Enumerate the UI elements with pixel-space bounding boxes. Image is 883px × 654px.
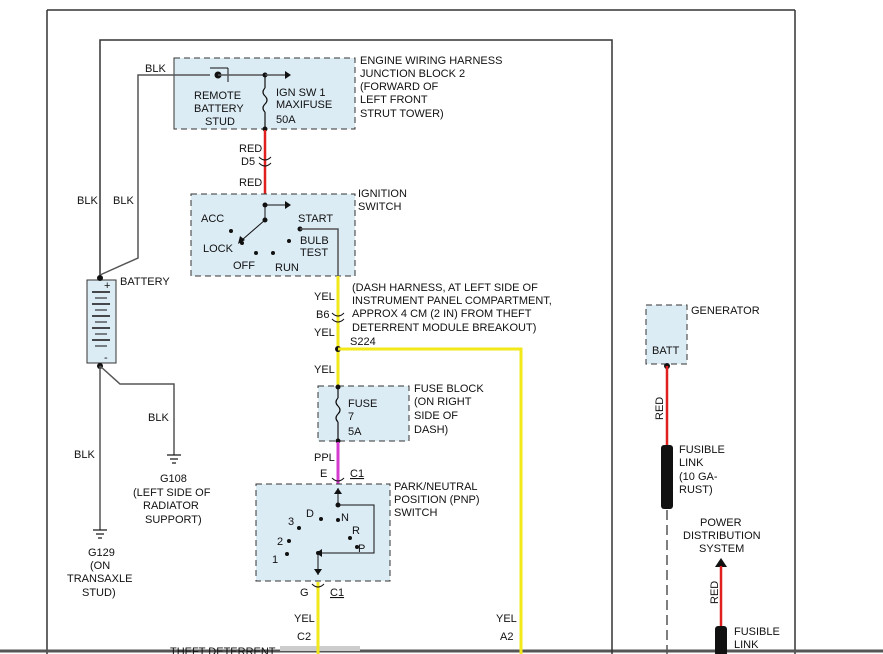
- blk-label-left-1: BLK: [77, 195, 98, 207]
- pin-c2: C2: [297, 631, 311, 643]
- junction-inner-1: REMOTE: [194, 90, 241, 102]
- blk-label-left-2: BLK: [113, 195, 134, 207]
- fl1-line-1: FUSIBLE: [679, 444, 725, 456]
- blk-label-g108: BLK: [148, 412, 169, 424]
- pnp-desc-1: PARK/NEUTRAL: [394, 481, 478, 493]
- maxifuse-rating: 50A: [276, 114, 296, 126]
- maxifuse-type: MAXIFUSE: [276, 99, 332, 111]
- pnp-desc-2: POSITION (PNP): [394, 494, 480, 506]
- generator: [645, 304, 688, 365]
- g108-id: G108: [160, 473, 187, 485]
- arrow-up-icon: [715, 558, 727, 567]
- fl1-line-4: RUST): [679, 484, 713, 496]
- splice-s224: S224: [350, 336, 376, 348]
- fl2-line-2: LINK: [734, 639, 759, 651]
- g129-desc-3: STUD): [82, 587, 116, 599]
- pin-a2: A2: [500, 631, 513, 643]
- red-label-1: RED: [239, 143, 262, 155]
- pnp-3: 3: [288, 516, 294, 528]
- connector-d5: D5: [241, 156, 255, 168]
- ign-lock: LOCK: [203, 243, 234, 255]
- ign-desc-1: IGNITION: [358, 188, 407, 200]
- junction-desc-1: ENGINE WIRING HARNESS: [360, 55, 502, 67]
- g108-desc-1: (LEFT SIDE OF: [133, 487, 211, 499]
- cut-off-label: THEFT DETERRENT: [170, 646, 276, 654]
- fuse7-rating: 5A: [348, 426, 362, 438]
- junction-desc-3: (FORWARD OF: [360, 81, 438, 93]
- yel-label-5: YEL: [496, 613, 517, 625]
- dash-note-2: INSTRUMENT PANEL COMPARTMENT,: [352, 295, 552, 307]
- pin-g: G: [300, 587, 309, 599]
- pds-line-3: SYSTEM: [699, 543, 744, 555]
- junction-desc-4: LEFT FRONT: [360, 94, 428, 106]
- pnp-2: 2: [277, 536, 283, 548]
- yel-label-4: YEL: [294, 613, 315, 625]
- fl2-line-1: FUSIBLE: [734, 626, 780, 638]
- fuse-block-desc-2: (ON RIGHT: [414, 396, 472, 408]
- fuse-block: [317, 385, 410, 442]
- ign-test: TEST: [300, 247, 328, 259]
- ign-off: OFF: [233, 260, 255, 272]
- ppl-label: PPL: [314, 452, 335, 464]
- battery-label: BATTERY: [120, 276, 170, 288]
- dash-note-4: DETERRENT MODULE BREAKOUT): [352, 322, 536, 334]
- connector-c1-bottom: C1: [330, 587, 344, 599]
- g108-desc-3: SUPPORT): [145, 514, 202, 526]
- dash-note-3: APPROX 4 CM (2 IN) FROM THEFT: [352, 308, 532, 320]
- blk-label-top: BLK: [145, 63, 166, 75]
- pnp-1: 1: [272, 554, 278, 566]
- battery-minus: -: [104, 352, 108, 364]
- pnp-r: R: [352, 525, 360, 537]
- blk-label-g129: BLK: [74, 449, 95, 461]
- g129-desc-1: (ON: [90, 560, 110, 572]
- ign-bulb: BULB: [300, 235, 329, 247]
- ign-acc: ACC: [201, 213, 224, 225]
- pnp-switch: [255, 483, 391, 582]
- maxifuse-name: IGN SW 1: [276, 87, 326, 99]
- junction-inner-3: STUD: [205, 116, 235, 128]
- ign-desc-2: SWITCH: [358, 201, 401, 213]
- battery-plus: +: [104, 280, 110, 292]
- junction-desc-2: JUNCTION BLOCK 2: [360, 68, 465, 80]
- connector-c1-top: C1: [350, 468, 364, 480]
- pnp-n: N: [341, 512, 349, 524]
- fuse-block-desc-4: DASH): [414, 424, 448, 436]
- g108-desc-2: RADIATOR: [143, 500, 199, 512]
- red-label-pds: RED: [709, 581, 721, 604]
- fuse7-name: FUSE: [348, 398, 377, 410]
- red-label-2: RED: [239, 177, 262, 189]
- fuse-block-desc-3: SIDE OF: [414, 410, 458, 422]
- junction-inner-2: BATTERY: [194, 103, 244, 115]
- junction-desc-5: STRUT TOWER): [360, 108, 444, 120]
- pnp-p: P: [358, 543, 365, 555]
- pnp-d: D: [306, 508, 314, 520]
- pin-e: E: [320, 468, 327, 480]
- dash-note-1: (DASH HARNESS, AT LEFT SIDE OF: [352, 282, 538, 294]
- pds-line-2: DISTRIBUTION: [683, 530, 761, 542]
- g129-id: G129: [88, 547, 115, 559]
- pnp-desc-3: SWITCH: [394, 507, 437, 519]
- g129-desc-2: TRANSAXLE: [67, 573, 132, 585]
- fuse7-number: 7: [348, 411, 354, 423]
- ign-run: RUN: [275, 262, 299, 274]
- ign-start: START: [298, 213, 333, 225]
- ignition-switch: [190, 193, 356, 277]
- connector-b6: B6: [316, 309, 329, 321]
- fusible-link-2: [715, 626, 727, 654]
- fl1-line-2: LINK: [679, 457, 704, 469]
- yel-label-2: YEL: [314, 327, 335, 339]
- fusible-link-1: [661, 445, 673, 509]
- generator-label: GENERATOR: [691, 305, 760, 317]
- fl1-line-3: (10 GA-: [679, 471, 718, 483]
- yel-label-1: YEL: [314, 291, 335, 303]
- yel-label-3: YEL: [314, 364, 335, 376]
- pds-line-1: POWER: [700, 517, 742, 529]
- generator-batt: BATT: [652, 345, 680, 357]
- red-label-gen: RED: [654, 397, 666, 420]
- fuse-block-desc-1: FUSE BLOCK: [414, 383, 484, 395]
